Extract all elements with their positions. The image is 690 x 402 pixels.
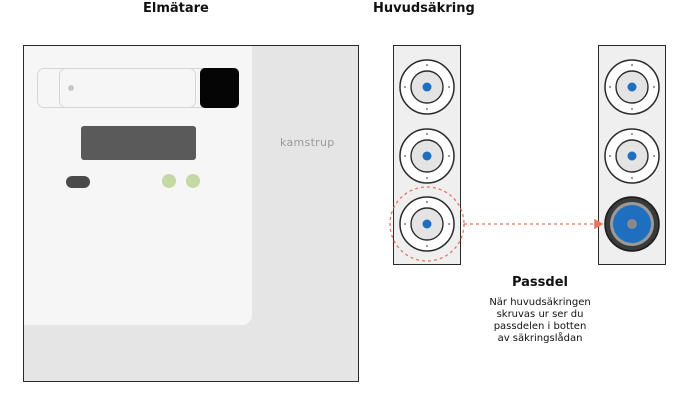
meter-heading: Elmätare [143,1,209,16]
passdel-desc-line-4: av säkringslådan [497,333,583,344]
meter-optical-port [200,68,239,108]
meter-led-green-1 [162,174,176,188]
meter-button [66,176,90,188]
meter-led-green-2 [186,174,200,188]
fuse-right-1 [604,59,660,115]
fuse-right-2 [604,128,660,184]
meter-indicator-dot [68,85,74,91]
meter-brand-label: kamstrup [280,136,335,149]
passdel-desc-line-2: skruvas ur ser du [496,309,584,320]
meter-label-plate-inner [59,68,196,108]
electricity-meter: kamstrup [23,45,359,382]
passdel-desc-line-3: passdelen i botten [493,321,587,332]
fuse-left-1 [399,59,455,115]
fuse-heading: Huvudsäkring [373,1,475,16]
passdel-title: Passdel [511,275,568,290]
meter-display [81,126,196,160]
passdel-desc-line-1: När huvudsäkringen [489,297,591,308]
passdel-adapter [604,196,660,252]
fuse-left-3 [399,196,455,252]
fuse-left-2 [399,128,455,184]
passdel-description: När huvudsäkringen skruvas ur ser du pas… [455,297,625,345]
